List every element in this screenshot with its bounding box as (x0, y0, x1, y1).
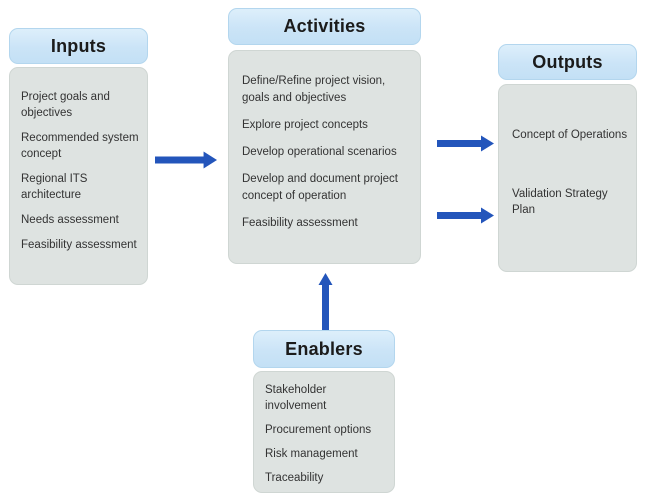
list-item: Concept of Operations (512, 129, 628, 141)
outputs-title: Outputs (532, 51, 603, 72)
activities-title: Activities (283, 16, 366, 36)
outputs-header: Outputs (498, 44, 637, 80)
activities-header: Activities (228, 8, 421, 45)
list-item: Traceability (265, 472, 324, 484)
list-item: Feasibility assessment (242, 217, 358, 229)
enablers-header: Enablers (253, 330, 395, 368)
enablers-title: Enablers (285, 338, 363, 359)
list-item: Validation Strategy Plan (512, 188, 608, 216)
list-item: Recommended system concept (21, 132, 139, 160)
outputs-list: Concept of Operations Validation Strateg… (498, 84, 637, 272)
activities-list: Define/Refine project vision, goals and … (228, 50, 421, 264)
inputs-title: Inputs (50, 35, 107, 56)
list-item: Develop and document project concept of … (242, 173, 398, 202)
inputs-list: Project goals and objectives Recommended… (9, 67, 148, 285)
arrow-activities-to-outputs-bottom-icon (437, 207, 494, 224)
arrow-enablers-to-activities-icon (318, 273, 333, 330)
arrow-inputs-to-activities-icon (155, 151, 217, 169)
inputs-header: Inputs (9, 28, 148, 64)
list-item: Procurement options (265, 424, 372, 436)
list-item: Feasibility assessment (21, 239, 137, 251)
list-item: Needs assessment (21, 214, 119, 226)
list-item: Risk management (265, 448, 358, 460)
enablers-list: Stakeholder involvement Procurement opti… (253, 371, 395, 493)
list-item: Explore project concepts (242, 119, 368, 131)
arrow-activities-to-outputs-top-icon (437, 135, 494, 152)
list-item: Develop operational scenarios (242, 146, 397, 158)
list-item: Regional ITS architecture (21, 173, 88, 201)
list-item: Project goals and objectives (21, 91, 110, 119)
list-item: Define/Refine project vision, goals and … (242, 75, 386, 104)
list-item: Stakeholder involvement (265, 384, 327, 412)
